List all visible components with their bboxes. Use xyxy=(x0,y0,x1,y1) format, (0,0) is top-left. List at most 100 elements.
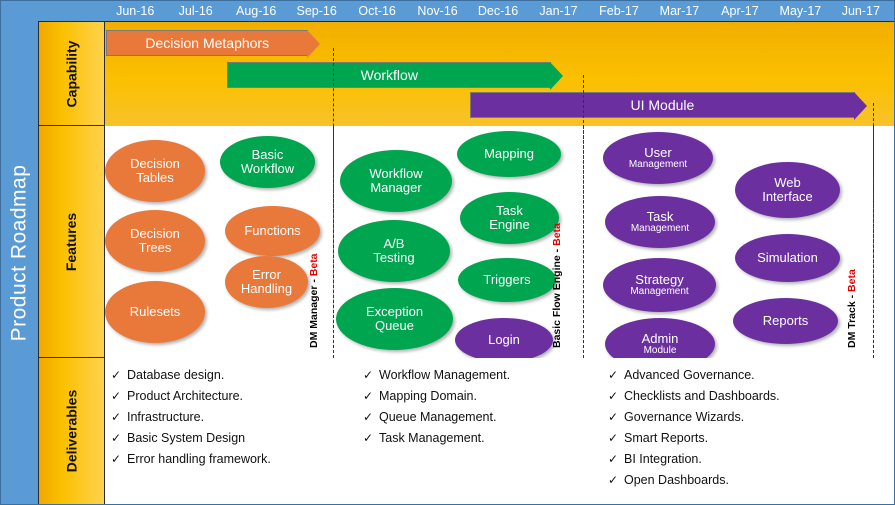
deliverable-item-label: Checklists and Dashboards. xyxy=(624,389,780,403)
arrow-tip-icon xyxy=(550,62,564,90)
feature-oval-line1: Workflow xyxy=(369,165,423,181)
check-icon: ✓ xyxy=(608,473,619,487)
capability-bar-decision-metaphors[interactable]: Decision Metaphors xyxy=(106,30,321,58)
deliverable-item-label: Smart Reports. xyxy=(624,431,709,445)
deliverable-item: ✓Task Management. xyxy=(363,431,510,445)
deliverable-item: ✓Error handling framework. xyxy=(111,452,271,466)
feature-oval-simulation[interactable]: Simulation xyxy=(735,234,840,282)
track-label-dm-track: DM Track - Beta xyxy=(846,269,858,348)
deliverable-item-label: Open Dashboards. xyxy=(624,473,729,487)
check-icon: ✓ xyxy=(111,431,122,445)
check-icon: ✓ xyxy=(111,410,122,424)
feature-oval-reports[interactable]: Reports xyxy=(733,298,838,344)
feature-oval-line1: Simulation xyxy=(757,249,818,265)
deliverables-band: ✓Database design.✓Product Architecture.✓… xyxy=(105,358,894,504)
deliverable-item-label: Queue Management. xyxy=(379,410,497,424)
deliverable-item: ✓ BI Integration. xyxy=(608,452,780,466)
feature-oval-line2: Interface xyxy=(762,189,813,204)
timeline-month-aug-16: Aug-16 xyxy=(236,3,277,18)
feature-oval-line1: Functions xyxy=(244,222,301,238)
deliverable-item: ✓ Mapping Domain. xyxy=(363,389,510,403)
feature-oval-line1: Web xyxy=(774,174,801,190)
deliverable-item: ✓Smart Reports. xyxy=(608,431,780,445)
feature-oval-line2: Module xyxy=(643,344,677,356)
capability-bar-workflow[interactable]: Workflow xyxy=(227,62,564,90)
beta-badge: Beta xyxy=(846,269,858,292)
capability-bar-label: UI Module xyxy=(630,97,695,113)
feature-oval-login[interactable]: Login xyxy=(455,318,553,358)
deliverable-item-label: Error handling framework. xyxy=(127,452,271,466)
deliverable-item-label: Mapping Domain. xyxy=(379,389,477,403)
feature-oval-line1: A/B xyxy=(383,235,405,251)
feature-oval-line1: Mapping xyxy=(484,145,534,161)
capability-bar-label: Decision Metaphors xyxy=(145,35,270,51)
feature-oval-triggers[interactable]: Triggers xyxy=(458,258,556,302)
feature-oval-line2: Tables xyxy=(136,170,174,185)
check-icon: ✓ xyxy=(608,452,619,466)
page-title-text: Product Roadmap xyxy=(7,164,31,341)
timeline-month-jul-16: Jul-16 xyxy=(178,3,213,18)
timeline-month-mar-17: Mar-17 xyxy=(659,3,700,18)
deliverable-item-label: Advanced Governance. xyxy=(624,368,755,382)
check-icon: ✓ xyxy=(111,389,122,403)
timeline-month-jan-17: Jan-17 xyxy=(539,3,578,18)
row-label-deliverables-text: Deliverables xyxy=(63,389,80,473)
feature-oval-line1: Decision xyxy=(130,225,180,241)
deliverable-item-label: Infrastructure. xyxy=(127,410,205,424)
deliverables-column-2: ✓Workflow Management. ✓ Mapping Domain. ✓ Qu… xyxy=(363,368,510,452)
timeline-month-feb-17: Feb-17 xyxy=(599,3,639,18)
timeline-month-jun-17: Jun-17 xyxy=(841,3,880,18)
check-icon: ✓ xyxy=(363,410,374,424)
check-icon: ✓ xyxy=(111,368,122,382)
feature-oval-line1: Reports xyxy=(762,312,809,328)
beta-badge: Beta xyxy=(308,253,320,277)
feature-oval-line2: Handling xyxy=(240,281,293,296)
row-label-features: Features xyxy=(39,126,105,358)
deliverable-item: ✓ Open Dashboards. xyxy=(608,473,780,487)
feature-oval-line1: Admin xyxy=(641,330,679,346)
row-label-capability: Capability xyxy=(39,22,105,126)
feature-oval-rulesets[interactable]: Rulesets xyxy=(105,281,205,343)
feature-oval-line1: Rulesets xyxy=(129,303,181,319)
row-label-deliverables: Deliverables xyxy=(39,358,105,504)
feature-oval-functions[interactable]: Functions xyxy=(225,206,320,256)
feature-oval-line1: Task xyxy=(646,208,674,224)
feature-oval-line2: Testing xyxy=(373,250,415,265)
deliverable-item-label: BI Integration. xyxy=(624,452,702,466)
track-label-basic-flow-engine: Basic Flow Engine - Beta xyxy=(551,223,563,348)
deliverable-item: ✓Workflow Management. xyxy=(363,368,510,382)
check-icon: ✓ xyxy=(363,431,374,445)
deliverable-item-label: Product Architecture. xyxy=(127,389,244,403)
row-label-capability-text: Capability xyxy=(63,40,80,107)
page-title: Product Roadmap xyxy=(0,0,38,505)
feature-oval-line1: Strategy xyxy=(635,271,684,287)
timeline-month-jun-16: Jun-16 xyxy=(116,3,155,18)
track-label-name: DM Manager - xyxy=(308,276,320,348)
feature-oval-mapping[interactable]: Mapping xyxy=(457,131,561,177)
timeline-month-sep-16: Sep-16 xyxy=(296,3,337,18)
feature-oval-line1: Login xyxy=(488,331,520,347)
capability-bar-ui-module[interactable]: UI Module xyxy=(470,92,867,120)
track-label-dm-manager: DM Manager - Beta xyxy=(308,253,320,348)
feature-oval-line2: Engine xyxy=(489,217,530,232)
check-icon: ✓ xyxy=(363,389,374,403)
feature-oval-line2: Manager xyxy=(370,180,422,195)
deliverable-item: ✓ Infrastructure. xyxy=(111,410,271,424)
deliverable-item: ✓ Queue Management. xyxy=(363,410,510,424)
